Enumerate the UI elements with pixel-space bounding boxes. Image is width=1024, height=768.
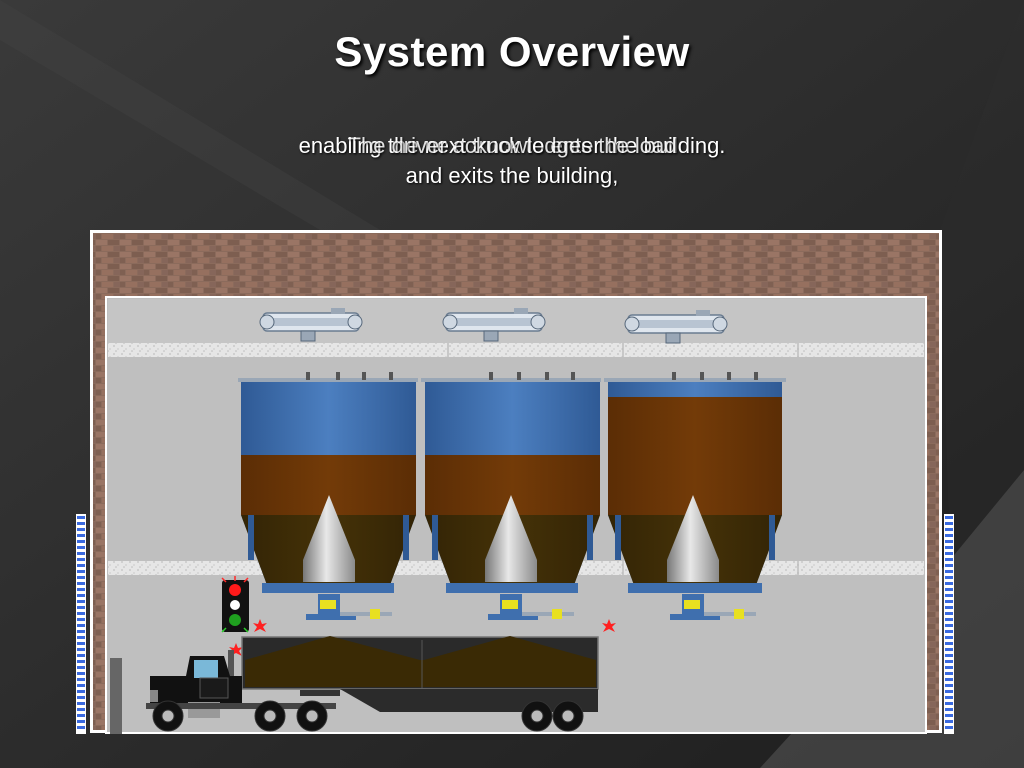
silo-3: [604, 372, 786, 620]
silo-1: [238, 372, 418, 620]
sensor-alert-icon: [253, 619, 267, 632]
caption-line-2: and exits the building,: [405, 163, 619, 188]
caption-line-1: enabling the next truck to enter the bui…: [298, 133, 726, 158]
level-indicator-icon: [76, 514, 86, 734]
traffic-light-icon: [221, 576, 249, 633]
truck-cab-icon: [110, 650, 336, 734]
silo-2: [421, 372, 601, 620]
caption-line-overlap: The driver acknowledges the load: [347, 133, 677, 158]
silo-cone: [667, 495, 719, 582]
level-indicator-icon: [944, 514, 954, 734]
slide-title: System Overview: [334, 28, 690, 75]
truck-wheels: [152, 700, 584, 732]
upper-beam: [108, 343, 924, 357]
silo-cone: [485, 495, 537, 582]
sensor-alert-icon: [602, 619, 616, 632]
silo-cone: [303, 495, 355, 582]
